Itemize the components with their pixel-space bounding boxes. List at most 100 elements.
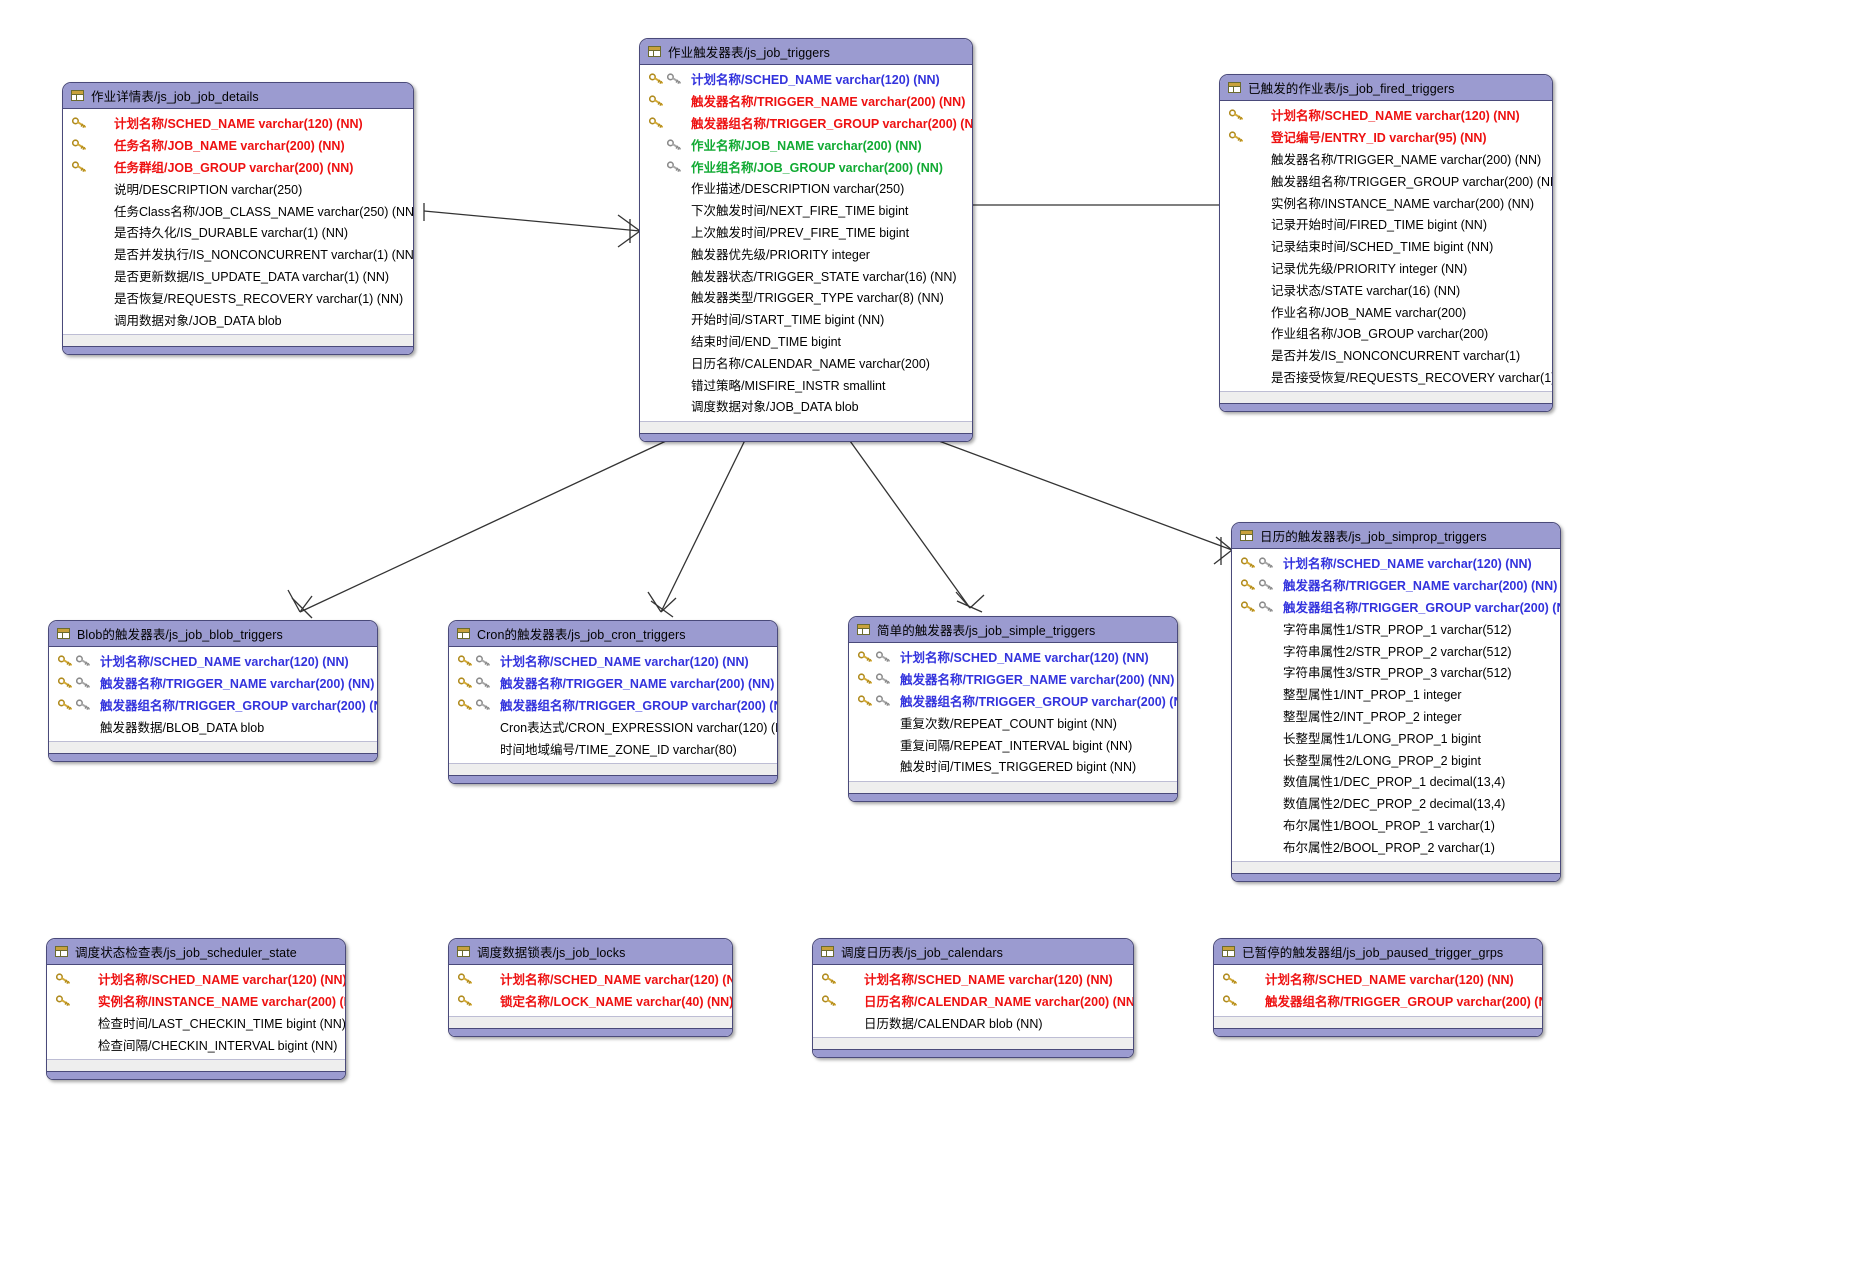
- column-row[interactable]: 字符串属性3/STR_PROP_3 varchar(512): [1232, 661, 1560, 683]
- column-row[interactable]: 任务名称/JOB_NAME varchar(200) (NN): [63, 134, 413, 156]
- column-row[interactable]: 数值属性2/DEC_PROP_2 decimal(13,4): [1232, 792, 1560, 814]
- column-row[interactable]: 日历名称/CALENDAR_NAME varchar(200): [640, 351, 972, 373]
- column-row[interactable]: 实例名称/INSTANCE_NAME varchar(200) (NN): [47, 990, 345, 1012]
- column-row[interactable]: 记录开始时间/FIRED_TIME bigint (NN): [1220, 213, 1552, 235]
- column-row[interactable]: 任务群组/JOB_GROUP varchar(200) (NN): [63, 156, 413, 178]
- column-row[interactable]: 触发器组名称/TRIGGER_GROUP varchar(200) (NN): [1214, 990, 1542, 1012]
- column-row[interactable]: 日历数据/CALENDAR blob (NN): [813, 1012, 1133, 1034]
- column-row[interactable]: 触发器组名称/TRIGGER_GROUP varchar(200) (NN): [849, 690, 1177, 712]
- column-row[interactable]: 调用数据对象/JOB_DATA blob: [63, 308, 413, 330]
- column-row[interactable]: 计划名称/SCHED_NAME varchar(120) (NN): [449, 968, 732, 990]
- column-row[interactable]: 布尔属性2/BOOL_PROP_2 varchar(1): [1232, 835, 1560, 857]
- column-row[interactable]: 是否持久化/IS_DURABLE varchar(1) (NN): [63, 221, 413, 243]
- column-row[interactable]: 锁定名称/LOCK_NAME varchar(40) (NN): [449, 990, 732, 1012]
- column-row[interactable]: 触发器组名称/TRIGGER_GROUP varchar(200) (NN): [49, 694, 377, 716]
- column-row[interactable]: 触发器组名称/TRIGGER_GROUP varchar(200) (NN): [449, 694, 777, 716]
- column-row[interactable]: 计划名称/SCHED_NAME varchar(120) (NN): [49, 650, 377, 672]
- entity-header-simprop_triggers[interactable]: 日历的触发器表/js_job_simprop_triggers: [1232, 523, 1560, 549]
- column-row[interactable]: 触发器组名称/TRIGGER_GROUP varchar(200) (NN): [1220, 169, 1552, 191]
- entity-header-fired_triggers[interactable]: 已触发的作业表/js_job_fired_triggers: [1220, 75, 1552, 101]
- column-row[interactable]: 计划名称/SCHED_NAME varchar(120) (NN): [63, 112, 413, 134]
- column-row[interactable]: 作业组名称/JOB_GROUP varchar(200) (NN): [640, 155, 972, 177]
- column-row[interactable]: 是否更新数据/IS_UPDATE_DATA varchar(1) (NN): [63, 265, 413, 287]
- column-row[interactable]: 触发器状态/TRIGGER_STATE varchar(16) (NN): [640, 264, 972, 286]
- column-row[interactable]: 计划名称/SCHED_NAME varchar(120) (NN): [849, 646, 1177, 668]
- column-row[interactable]: 整型属性2/INT_PROP_2 integer: [1232, 705, 1560, 727]
- column-row[interactable]: 上次触发时间/PREV_FIRE_TIME bigint: [640, 221, 972, 243]
- column-row[interactable]: 是否并发/IS_NONCONCURRENT varchar(1): [1220, 344, 1552, 366]
- column-row[interactable]: 触发器名称/TRIGGER_NAME varchar(200) (NN): [640, 90, 972, 112]
- column-row[interactable]: 是否并发执行/IS_NONCONCURRENT varchar(1) (NN): [63, 243, 413, 265]
- column-row[interactable]: 任务Class名称/JOB_CLASS_NAME varchar(250) (N…: [63, 199, 413, 221]
- entity-header-blob_triggers[interactable]: Blob的触发器表/js_job_blob_triggers: [49, 621, 377, 647]
- entity-paused_trigger_grps[interactable]: 已暂停的触发器组/js_job_paused_trigger_grps 计划名称…: [1213, 938, 1543, 1037]
- column-row[interactable]: 触发器组名称/TRIGGER_GROUP varchar(200) (NN): [640, 112, 972, 134]
- column-row[interactable]: 下次触发时间/NEXT_FIRE_TIME bigint: [640, 199, 972, 221]
- column-row[interactable]: 检查间隔/CHECKIN_INTERVAL bigint (NN): [47, 1033, 345, 1055]
- entity-header-scheduler_state[interactable]: 调度状态检查表/js_job_scheduler_state: [47, 939, 345, 965]
- entity-header-cron_triggers[interactable]: Cron的触发器表/js_job_cron_triggers: [449, 621, 777, 647]
- column-row[interactable]: 触发器名称/TRIGGER_NAME varchar(200) (NN): [1232, 574, 1560, 596]
- column-row[interactable]: 触发器名称/TRIGGER_NAME varchar(200) (NN): [849, 668, 1177, 690]
- entity-cron_triggers[interactable]: Cron的触发器表/js_job_cron_triggers 计划名称/SCHE…: [448, 620, 778, 784]
- column-row[interactable]: 作业名称/JOB_NAME varchar(200) (NN): [640, 133, 972, 155]
- column-row[interactable]: 触发时间/TIMES_TRIGGERED bigint (NN): [849, 755, 1177, 777]
- entity-header-simple_triggers[interactable]: 简单的触发器表/js_job_simple_triggers: [849, 617, 1177, 643]
- column-row[interactable]: 整型属性1/INT_PROP_1 integer: [1232, 683, 1560, 705]
- column-row[interactable]: 计划名称/SCHED_NAME varchar(120) (NN): [47, 968, 345, 990]
- column-row[interactable]: 长整型属性1/LONG_PROP_1 bigint: [1232, 726, 1560, 748]
- column-row[interactable]: 计划名称/SCHED_NAME varchar(120) (NN): [813, 968, 1133, 990]
- entity-simprop_triggers[interactable]: 日历的触发器表/js_job_simprop_triggers 计划名称/SCH…: [1231, 522, 1561, 883]
- column-row[interactable]: 触发器类型/TRIGGER_TYPE varchar(8) (NN): [640, 286, 972, 308]
- column-row[interactable]: 时间地域编号/TIME_ZONE_ID varchar(80): [449, 737, 777, 759]
- column-row[interactable]: 结束时间/END_TIME bigint: [640, 330, 972, 352]
- column-row[interactable]: 计划名称/SCHED_NAME varchar(120) (NN): [1220, 104, 1552, 126]
- entity-header-paused_trigger_grps[interactable]: 已暂停的触发器组/js_job_paused_trigger_grps: [1214, 939, 1542, 965]
- column-row[interactable]: 实例名称/INSTANCE_NAME varchar(200) (NN): [1220, 191, 1552, 213]
- entity-calendars[interactable]: 调度日历表/js_job_calendars 计划名称/SCHED_NAME v…: [812, 938, 1134, 1059]
- column-row[interactable]: 触发器优先级/PRIORITY integer: [640, 242, 972, 264]
- entity-header-job_details[interactable]: 作业详情表/js_job_job_details: [63, 83, 413, 109]
- entity-header-calendars[interactable]: 调度日历表/js_job_calendars: [813, 939, 1133, 965]
- column-row[interactable]: 布尔属性1/BOOL_PROP_1 varchar(1): [1232, 814, 1560, 836]
- entity-header-locks[interactable]: 调度数据锁表/js_job_locks: [449, 939, 732, 965]
- column-row[interactable]: 计划名称/SCHED_NAME varchar(120) (NN): [640, 68, 972, 90]
- column-row[interactable]: 登记编号/ENTRY_ID varchar(95) (NN): [1220, 126, 1552, 148]
- column-row[interactable]: 字符串属性1/STR_PROP_1 varchar(512): [1232, 617, 1560, 639]
- column-row[interactable]: 计划名称/SCHED_NAME varchar(120) (NN): [1214, 968, 1542, 990]
- entity-simple_triggers[interactable]: 简单的触发器表/js_job_simple_triggers 计划名称/SCHE…: [848, 616, 1178, 802]
- column-row[interactable]: 日历名称/CALENDAR_NAME varchar(200) (NN): [813, 990, 1133, 1012]
- column-row[interactable]: 开始时间/START_TIME bigint (NN): [640, 308, 972, 330]
- entity-triggers[interactable]: 作业触发器表/js_job_triggers 计划名称/SCHED_NAME v…: [639, 38, 973, 442]
- entity-header-triggers[interactable]: 作业触发器表/js_job_triggers: [640, 39, 972, 65]
- column-row[interactable]: 作业描述/DESCRIPTION varchar(250): [640, 177, 972, 199]
- column-row[interactable]: 计划名称/SCHED_NAME varchar(120) (NN): [1232, 552, 1560, 574]
- column-row[interactable]: 作业名称/JOB_NAME varchar(200): [1220, 300, 1552, 322]
- column-row[interactable]: 计划名称/SCHED_NAME varchar(120) (NN): [449, 650, 777, 672]
- column-row[interactable]: 数值属性1/DEC_PROP_1 decimal(13,4): [1232, 770, 1560, 792]
- entity-locks[interactable]: 调度数据锁表/js_job_locks 计划名称/SCHED_NAME varc…: [448, 938, 733, 1037]
- entity-blob_triggers[interactable]: Blob的触发器表/js_job_blob_triggers 计划名称/SCHE…: [48, 620, 378, 763]
- column-row[interactable]: 长整型属性2/LONG_PROP_2 bigint: [1232, 748, 1560, 770]
- column-row[interactable]: Cron表达式/CRON_EXPRESSION varchar(120) (NN…: [449, 715, 777, 737]
- column-row[interactable]: 作业组名称/JOB_GROUP varchar(200): [1220, 322, 1552, 344]
- column-row[interactable]: 触发器名称/TRIGGER_NAME varchar(200) (NN): [449, 672, 777, 694]
- column-row[interactable]: 触发器名称/TRIGGER_NAME varchar(200) (NN): [49, 672, 377, 694]
- column-row[interactable]: 记录状态/STATE varchar(16) (NN): [1220, 278, 1552, 300]
- column-row[interactable]: 是否接受恢复/REQUESTS_RECOVERY varchar(1): [1220, 366, 1552, 388]
- column-row[interactable]: 调度数据对象/JOB_DATA blob: [640, 395, 972, 417]
- column-row[interactable]: 是否恢复/REQUESTS_RECOVERY varchar(1) (NN): [63, 286, 413, 308]
- entity-job_details[interactable]: 作业详情表/js_job_job_details 计划名称/SCHED_NAME…: [62, 82, 414, 355]
- column-row[interactable]: 重复间隔/REPEAT_INTERVAL bigint (NN): [849, 733, 1177, 755]
- entity-fired_triggers[interactable]: 已触发的作业表/js_job_fired_triggers 计划名称/SCHED…: [1219, 74, 1553, 413]
- column-row[interactable]: 触发器数据/BLOB_DATA blob: [49, 715, 377, 737]
- column-row[interactable]: 触发器组名称/TRIGGER_GROUP varchar(200) (NN): [1232, 596, 1560, 618]
- column-row[interactable]: 记录优先级/PRIORITY integer (NN): [1220, 257, 1552, 279]
- column-row[interactable]: 字符串属性2/STR_PROP_2 varchar(512): [1232, 639, 1560, 661]
- column-row[interactable]: 触发器名称/TRIGGER_NAME varchar(200) (NN): [1220, 148, 1552, 170]
- column-row[interactable]: 说明/DESCRIPTION varchar(250): [63, 177, 413, 199]
- column-row[interactable]: 检查时间/LAST_CHECKIN_TIME bigint (NN): [47, 1012, 345, 1034]
- entity-scheduler_state[interactable]: 调度状态检查表/js_job_scheduler_state 计划名称/SCHE…: [46, 938, 346, 1081]
- column-row[interactable]: 记录结束时间/SCHED_TIME bigint (NN): [1220, 235, 1552, 257]
- column-row[interactable]: 错过策略/MISFIRE_INSTR smallint: [640, 373, 972, 395]
